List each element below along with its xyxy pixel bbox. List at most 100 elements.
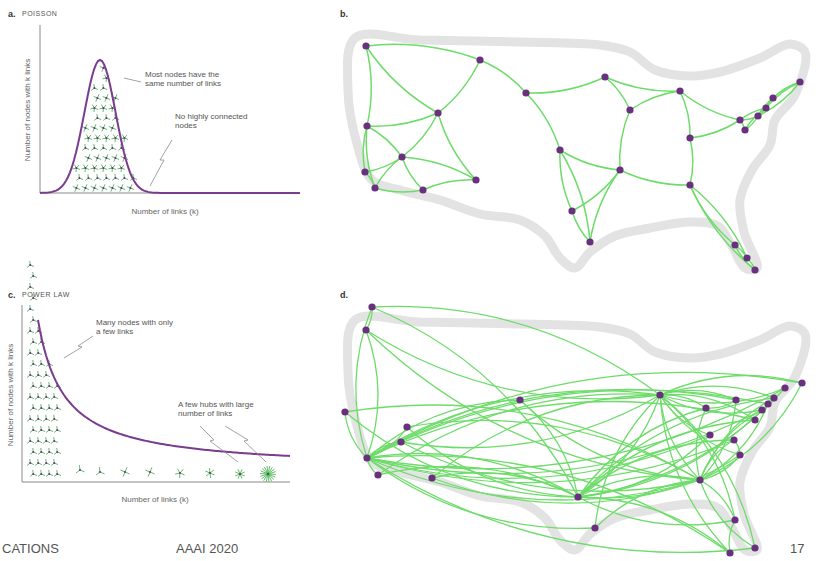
node-glyph (268, 472, 276, 474)
node-glyph (48, 470, 49, 474)
node-glyph (111, 188, 113, 192)
node-glyph (103, 88, 107, 90)
node-glyph (37, 374, 39, 376)
node-glyph (105, 158, 107, 162)
node-glyph (38, 452, 41, 454)
node-glyph (130, 184, 132, 188)
leader-line (200, 426, 238, 462)
city-node (556, 146, 563, 153)
node-glyph (51, 397, 54, 399)
node-glyph (33, 386, 37, 388)
node-glyph (30, 342, 33, 344)
node-glyph (40, 363, 42, 365)
network-link (432, 478, 700, 503)
network-link (690, 138, 693, 185)
city-node (781, 384, 788, 391)
node-glyph (102, 187, 104, 189)
node-glyph (30, 287, 34, 289)
node-glyph (32, 407, 34, 409)
node-glyph (49, 408, 53, 410)
city-node (686, 134, 693, 141)
node-glyph (29, 393, 30, 397)
node-glyph (51, 419, 54, 421)
node-glyph (115, 138, 119, 140)
node-glyph (114, 158, 116, 162)
node-glyph (38, 386, 41, 388)
node-glyph (94, 148, 98, 150)
node-glyph (29, 305, 30, 309)
node-glyph (40, 407, 42, 409)
node-glyph (106, 78, 107, 82)
node-glyph (121, 168, 122, 172)
node-glyph (75, 188, 77, 192)
node-glyph (111, 127, 113, 129)
us-map-random (347, 34, 806, 274)
node-glyph (45, 415, 46, 419)
node-glyph (46, 463, 50, 465)
node-glyph (85, 128, 89, 130)
city-node (428, 474, 435, 481)
node-glyph (100, 88, 103, 90)
node-glyph (54, 408, 57, 410)
node-glyph (93, 87, 95, 89)
node-glyph (97, 138, 101, 140)
node-glyph (38, 430, 41, 432)
node-glyph (37, 440, 39, 442)
node-glyph (105, 97, 107, 99)
city-node (516, 396, 523, 403)
node-glyph (100, 168, 104, 170)
node-glyph (149, 471, 151, 473)
node-glyph (120, 470, 125, 472)
node-glyph (48, 385, 50, 387)
node-glyph (41, 364, 45, 366)
node-glyph (96, 97, 98, 99)
city-node (762, 104, 769, 111)
node-glyph (37, 459, 38, 463)
node-glyph (180, 473, 185, 475)
node-glyph (96, 177, 98, 179)
node-glyph (43, 463, 46, 465)
node-glyph (57, 408, 61, 410)
city-node (601, 73, 608, 80)
node-glyph (48, 429, 50, 431)
node-glyph (106, 138, 110, 140)
network-link (366, 330, 378, 458)
node-glyph (38, 474, 41, 476)
city-node (736, 116, 743, 123)
node-glyph (112, 124, 114, 128)
node-glyph (260, 474, 268, 476)
node-glyph (179, 473, 180, 478)
node-glyph (99, 471, 101, 473)
hub-glyph (265, 471, 271, 477)
node-glyph (33, 342, 37, 344)
node-glyph (124, 178, 128, 180)
node-glyph (93, 188, 95, 192)
node-glyph (109, 186, 113, 188)
node-glyph (56, 407, 58, 409)
poisson-curve (40, 60, 300, 193)
node-glyph (56, 429, 58, 431)
node-glyph (30, 364, 33, 366)
node-glyph (103, 165, 106, 168)
node-glyph (111, 107, 113, 109)
city-node (361, 168, 368, 175)
node-glyph (239, 473, 241, 475)
node-glyph (180, 469, 183, 473)
node-glyph (27, 463, 30, 465)
network-link (605, 77, 680, 91)
node-glyph (37, 393, 38, 397)
node-glyph (115, 158, 119, 160)
node-glyph (205, 471, 210, 473)
node-glyph (121, 188, 125, 190)
node-glyph (91, 186, 95, 188)
node-glyph (84, 144, 85, 148)
city-node (731, 516, 738, 523)
node-glyph (78, 174, 79, 178)
node-glyph (102, 107, 104, 109)
node-glyph (82, 186, 86, 188)
node-glyph (206, 473, 210, 476)
node-glyph (103, 168, 104, 172)
node-glyph (78, 177, 80, 179)
node-glyph (30, 320, 33, 322)
node-glyph (104, 135, 106, 138)
